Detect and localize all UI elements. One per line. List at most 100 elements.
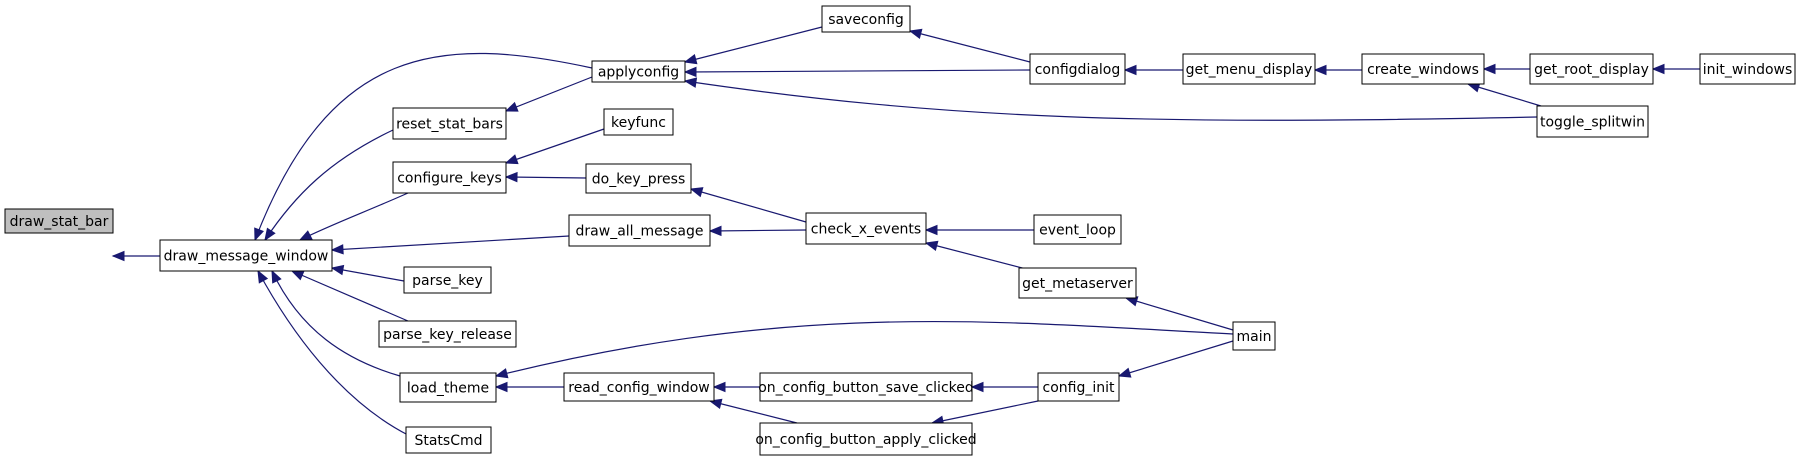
edge-line (1467, 83, 1542, 107)
node-configure-keys[interactable]: configure_keys (392, 161, 507, 194)
arrowhead-icon (111, 250, 125, 262)
edge-line (299, 192, 409, 241)
node-statscmd[interactable]: StatsCmd (405, 426, 492, 454)
edge-line (709, 229, 807, 232)
node-toggle-splitwin[interactable]: toggle_splitwin (1536, 105, 1649, 138)
node-box (1029, 53, 1126, 85)
node-load-theme[interactable]: load_theme (399, 372, 497, 403)
edge-applyconfig-to-reset-stat-bars (504, 76, 593, 112)
node-box (1182, 53, 1316, 85)
node-label: get_menu_display (1186, 62, 1313, 78)
node-reset-stat-bars[interactable]: reset_stat_bars (392, 107, 507, 140)
arrowhead-icon (330, 244, 344, 255)
edge-main-to-get-metaserver (1124, 296, 1234, 331)
node-label: read_config_window (568, 380, 709, 396)
node-label: parse_key_release (383, 327, 512, 343)
node-get-menu-display[interactable]: get_menu_display (1182, 53, 1316, 85)
node-label: draw_stat_bar (10, 214, 109, 230)
edge-main-to-load-theme (494, 320, 1234, 379)
edge-parse-key-to-draw-message-window (330, 264, 405, 282)
arrowhead-icon (298, 230, 313, 241)
node-box (563, 372, 715, 402)
node-label: on_config_button_apply_clicked (755, 432, 976, 448)
edge-load-theme-to-draw-message-window (271, 269, 401, 377)
node-config-init[interactable]: config_init (1037, 372, 1120, 402)
node-draw-all-message[interactable]: draw_all_message (568, 214, 711, 247)
node-check-x-events[interactable]: check_x_events (805, 212, 927, 245)
arrowhead-icon (970, 381, 984, 393)
node-box (4, 208, 114, 234)
arrowhead-icon (689, 187, 704, 198)
node-parse-key[interactable]: parse_key (403, 266, 492, 294)
arrowhead-icon (683, 77, 698, 88)
arrowhead-icon (1117, 367, 1132, 378)
edge-check-x-events-to-do-key-press (689, 187, 807, 223)
node-label: saveconfig (828, 12, 904, 28)
edge-line (684, 80, 1538, 121)
edge-draw-message-window-to-draw-stat-bar (111, 250, 160, 262)
arrowhead-icon (504, 171, 518, 183)
edge-configdialog-to-applyconfig (683, 66, 1031, 78)
node-box (1361, 53, 1485, 85)
edge-event-loop-to-check-x-events (924, 224, 1034, 236)
edge-get-menu-display-to-configdialog (1123, 64, 1183, 76)
node-box (1018, 267, 1137, 299)
node-configdialog[interactable]: configdialog (1029, 53, 1126, 85)
node-box (759, 422, 973, 456)
node-create-windows[interactable]: create_windows (1361, 53, 1485, 85)
node-box (159, 239, 333, 272)
node-box (1037, 372, 1120, 402)
edge-line (257, 270, 409, 436)
node-keyfunc[interactable]: keyfunc (603, 108, 674, 136)
edge-line (684, 69, 1031, 73)
node-label: toggle_splitwin (1540, 115, 1645, 131)
arrowhead-icon (1313, 64, 1327, 76)
node-box (392, 107, 507, 140)
node-label: config_init (1043, 380, 1115, 396)
edge-toggle-splitwin-to-create-windows (1466, 82, 1542, 107)
node-box (403, 266, 492, 294)
node-on-config-button-apply-clicked[interactable]: on_config_button_apply_clicked (755, 422, 977, 456)
node-read-config-window[interactable]: read_config_window (563, 372, 715, 402)
edge-line (254, 52, 593, 241)
node-box (1033, 214, 1122, 245)
node-applyconfig[interactable]: applyconfig (591, 60, 686, 83)
node-box (759, 372, 973, 402)
node-get-metaserver[interactable]: get_metaserver (1018, 267, 1137, 299)
arrowhead-icon (264, 227, 276, 242)
arrowhead-icon (1482, 63, 1496, 75)
node-box (405, 426, 492, 454)
arrowhead-icon (254, 227, 264, 242)
node-saveconfig[interactable]: saveconfig (821, 5, 911, 33)
node-on-config-button-save-clicked[interactable]: on_config_button_save_clicked (758, 372, 974, 402)
edge-line (690, 188, 807, 223)
node-label: reset_stat_bars (396, 117, 503, 133)
node-get-root-display[interactable]: get_root_display (1529, 53, 1654, 85)
edge-statscmd-to-draw-message-window (257, 269, 409, 436)
node-parse-key-release[interactable]: parse_key_release (378, 320, 517, 348)
edge-main-to-config-init (1117, 340, 1234, 378)
node-box (568, 214, 711, 247)
edge-line (331, 235, 570, 251)
node-box (1232, 321, 1276, 351)
node-label: draw_message_window (164, 249, 329, 265)
node-label: get_root_display (1534, 62, 1649, 78)
edge-config-init-to-on-config-button-apply-clicked (930, 400, 1039, 426)
edge-config-init-to-on-config-button-save-clicked (970, 381, 1038, 393)
edge-line (931, 400, 1039, 424)
node-draw-message-window[interactable]: draw_message_window (159, 239, 333, 272)
node-box (399, 372, 497, 403)
edge-line (925, 242, 1035, 272)
node-do-key-press[interactable]: do_key_press (585, 163, 692, 194)
node-label: on_config_button_save_clicked (758, 380, 974, 396)
edge-line (1125, 297, 1234, 331)
edge-read-config-window-to-load-theme (494, 381, 564, 393)
node-main[interactable]: main (1232, 321, 1276, 351)
node-draw-stat-bar[interactable]: draw_stat_bar (4, 208, 114, 234)
node-event-loop[interactable]: event_loop (1033, 214, 1122, 245)
edge-applyconfig-to-draw-message-window (254, 52, 593, 242)
node-box (821, 5, 911, 33)
node-label: applyconfig (598, 65, 679, 81)
node-init-windows[interactable]: init_windows (1699, 53, 1796, 85)
node-label: create_windows (1367, 62, 1479, 78)
